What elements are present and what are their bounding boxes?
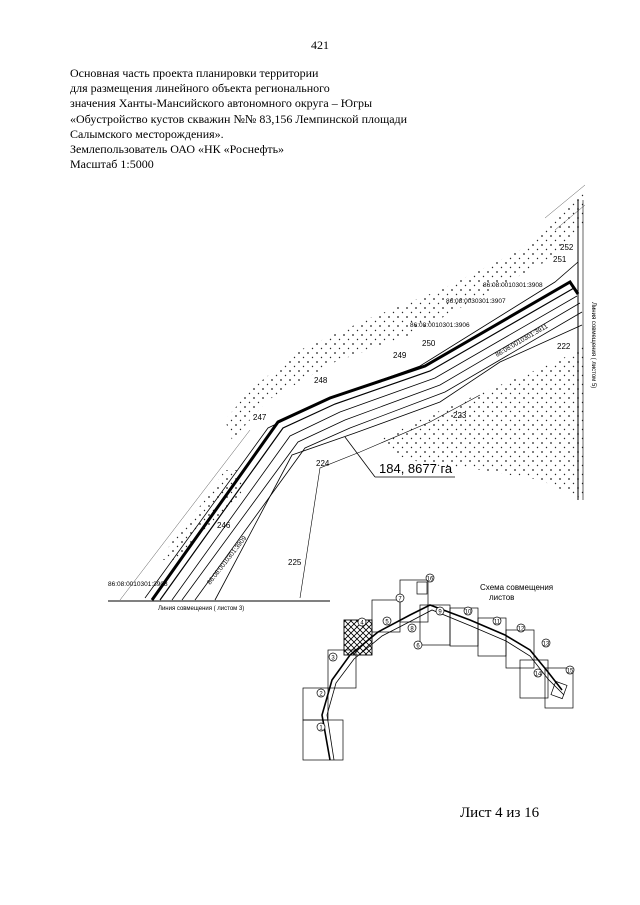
cadastral-label: 86:08:0010301:3909 (206, 535, 248, 587)
header-line: Основная часть проекта планировки террит… (70, 66, 319, 80)
sheet-number-circle (407, 623, 417, 633)
area-label: 184, 8677 га (379, 461, 453, 476)
sheet-number: 3 (331, 656, 335, 662)
sheet-cell (544, 667, 574, 709)
point-label: 248 (314, 376, 328, 385)
sheet-number: 14 (535, 672, 542, 678)
territory-boundary (299, 394, 481, 599)
sheet-number-circle (316, 722, 326, 732)
cadastral-label: 86:08:0010301:3908 (483, 282, 543, 289)
point-label: 252 (560, 243, 574, 252)
cadastral-label: 86:08:0010301:3908 (108, 581, 168, 588)
header-line: Землепользователь ОАО «НК «Роснефть» (70, 142, 285, 157)
header-line: Салымского месторождения». (70, 126, 224, 141)
match-line-label: Линия совмещения ( листом 5) (590, 302, 596, 388)
scheme-route (321, 604, 563, 761)
point-label: 225 (288, 558, 302, 567)
cadastral-label: 86:08:0030301:3907 (446, 298, 506, 305)
forest-area (160, 470, 245, 560)
sheet-number-circle (533, 668, 543, 678)
sheet-cell (399, 579, 429, 623)
scheme-pad (416, 581, 428, 595)
point-label: 223 (453, 411, 467, 420)
point-label: 250 (422, 339, 436, 348)
sheet-number-circle (516, 623, 526, 633)
sheet-number-circle (395, 593, 405, 603)
corridor-line (194, 311, 583, 601)
sheet-number-circle (492, 616, 502, 626)
corridor-line (159, 287, 575, 601)
point-label: 246 (217, 521, 231, 530)
sheet-number: 7 (398, 597, 402, 603)
territory-boundary (214, 324, 583, 601)
sheet-number: 16 (427, 577, 434, 583)
corridor-line (181, 302, 581, 601)
sheet-number-circle (463, 606, 473, 616)
corridor-line (150, 279, 580, 601)
point-label: 251 (553, 255, 567, 264)
sheet-number-circle (413, 640, 423, 650)
sheet-number-circle (328, 652, 338, 662)
sheet-number: 13 (543, 642, 550, 648)
point-label: 224 (316, 459, 330, 468)
page-number: 421 (311, 38, 329, 52)
sheet-cell (477, 617, 507, 657)
match-line-label: Линия совмещения ( листом 3) (158, 606, 244, 612)
sheet-number: 5 (385, 620, 389, 626)
scale-label: Масштаб 1:5000 (70, 157, 154, 172)
forest-area (225, 190, 585, 440)
sheet-number: 15 (567, 669, 574, 675)
sheet-counter: Лист 4 из 16 (460, 805, 540, 821)
sheet-number-circle (565, 665, 575, 675)
scheme-route (326, 609, 565, 761)
sheet-number: 4 (360, 621, 364, 627)
header-line: «Обустройство кустов скважин №№ 83,156 Л… (70, 111, 408, 126)
point-label: 222 (557, 342, 571, 351)
point-label: 247 (253, 413, 267, 422)
header-line: для размещения линейного объекта региона… (70, 81, 330, 96)
sheet-number-circle (541, 638, 551, 648)
cadastral-label: 86:08:0010301:3911 (495, 323, 550, 359)
road-edge (554, 204, 586, 231)
header-line: значения Ханты-Мансийского автономного о… (70, 96, 373, 111)
sheet-alignment-scheme: Схема совмещения листов 1 2 3 4 5 6 7 8 (302, 573, 575, 761)
sheet-number: 8 (410, 627, 414, 633)
sheet-number: 1 (319, 726, 323, 732)
sheet-number-circle (316, 688, 326, 698)
sheet-number: 6 (416, 644, 420, 650)
sheet-number-circle (382, 616, 392, 626)
sheet-number-circle (425, 573, 435, 583)
corridor-line (171, 295, 578, 601)
document-header: Основная часть проекта планировки террит… (70, 66, 490, 172)
sheet-number: 9 (438, 610, 442, 616)
sheet-number: 12 (518, 627, 525, 633)
sheet-number: 11 (494, 620, 501, 626)
point-label: 249 (393, 351, 407, 360)
area-leader-line (344, 436, 376, 478)
scheme-title: листов (489, 593, 514, 602)
road-edge (544, 184, 586, 219)
sheet-cell (327, 649, 357, 689)
cadastral-label: 86:08:0010301:3906 (410, 322, 470, 329)
sheet-number: 10 (465, 610, 472, 616)
scheme-pad (550, 680, 568, 700)
sheet-number: 2 (319, 692, 323, 698)
scheme-title: Схема совмещения (480, 583, 553, 592)
sheet-cell (343, 619, 373, 656)
forest-area (380, 345, 585, 500)
sheet-number-circle (357, 617, 367, 627)
sheet-number-circle (435, 606, 445, 616)
road-edge (119, 429, 251, 601)
